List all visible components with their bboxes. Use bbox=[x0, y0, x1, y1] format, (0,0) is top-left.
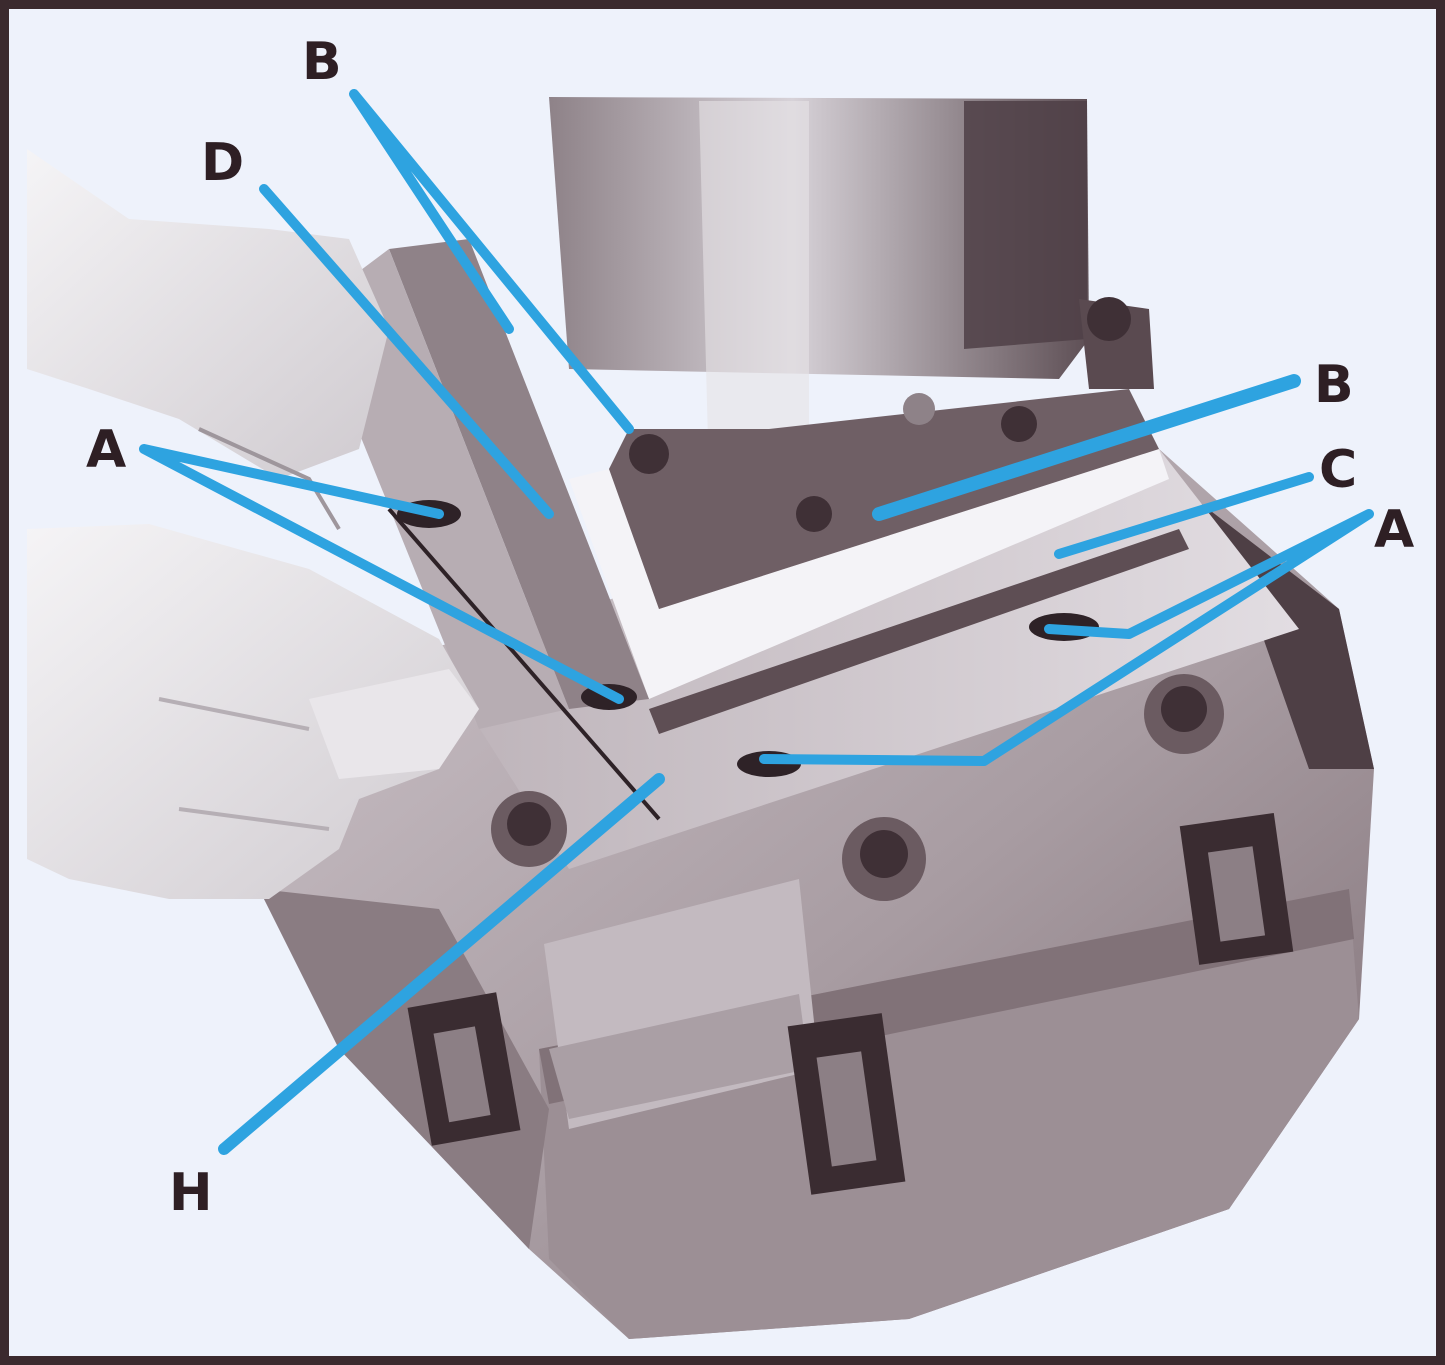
terminal-brackets bbox=[407, 813, 1294, 1195]
leader-lines bbox=[139, 89, 1374, 1155]
machine-housing bbox=[259, 239, 1374, 1339]
label-c: C bbox=[1319, 440, 1358, 500]
core-block bbox=[549, 97, 1154, 479]
bolts bbox=[491, 297, 1224, 901]
label-b-right: B bbox=[1314, 355, 1354, 415]
label-b-top: B bbox=[302, 32, 342, 92]
feeler-wire bbox=[387, 507, 661, 821]
hands bbox=[27, 149, 479, 899]
machine-illustration bbox=[27, 89, 1374, 1339]
label-a-right: A bbox=[1374, 500, 1415, 560]
label-a-left: A bbox=[86, 420, 127, 480]
label-h: H bbox=[169, 1163, 213, 1223]
label-d: D bbox=[201, 133, 245, 193]
